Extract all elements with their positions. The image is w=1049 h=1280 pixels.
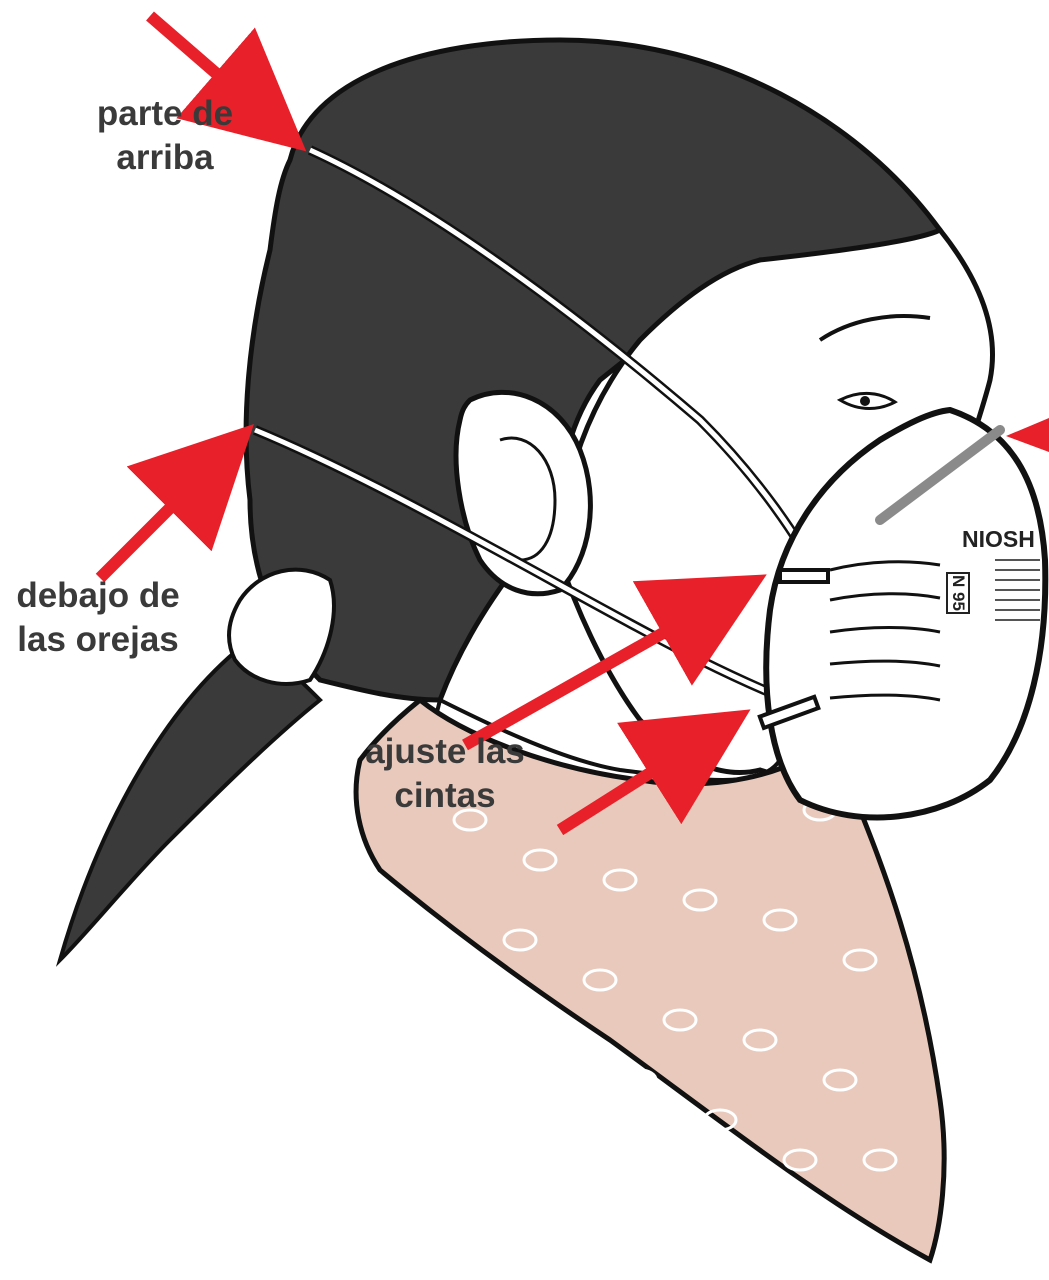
label-top-line1: parte de (70, 92, 260, 136)
label-adjust-straps: ajuste las cintas (352, 730, 538, 818)
strap-buckle-top (780, 570, 828, 582)
nose-arrow-icon (1006, 418, 1049, 452)
label-ears-line1: debajo de (0, 574, 196, 618)
label-top-line2: arriba (70, 136, 260, 180)
label-top-strap: parte de arriba (70, 92, 260, 180)
label-ears-line2: las orejas (0, 618, 196, 662)
mask-fine-print (995, 560, 1040, 620)
hair-tie (229, 570, 334, 684)
mask-rating-text: N 95 (946, 572, 970, 614)
mask-brand-text: NIOSH (962, 526, 1035, 553)
label-adjust-line2: cintas (352, 774, 538, 818)
label-bottom-strap: debajo de las orejas (0, 574, 196, 662)
label-adjust-line1: ajuste las (352, 730, 538, 774)
ponytail (60, 640, 320, 960)
